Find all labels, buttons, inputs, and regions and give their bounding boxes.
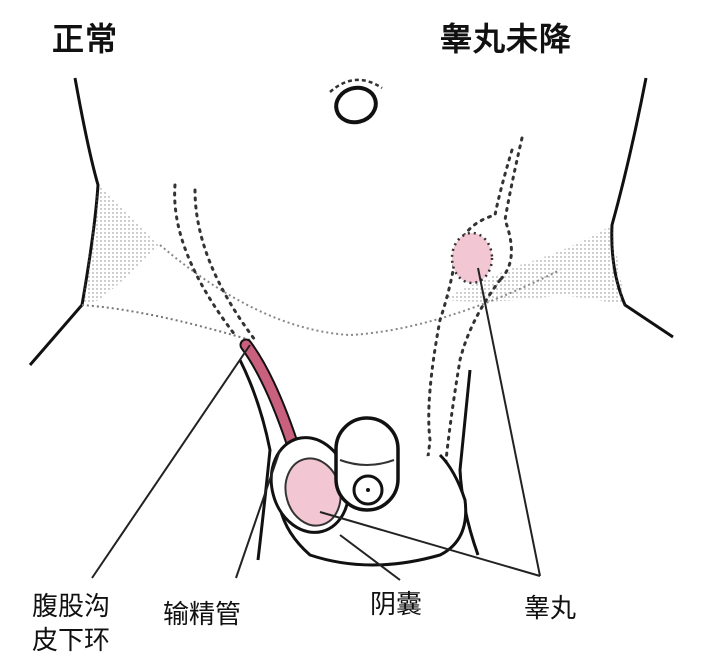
undescended-testis xyxy=(450,231,494,285)
right-body-contour xyxy=(440,77,674,339)
right-thigh-contour xyxy=(458,369,480,556)
leader-lines xyxy=(91,267,541,581)
label-scrotum: 阴囊 xyxy=(370,590,423,620)
right-inguinal-canal xyxy=(408,136,524,522)
left-thigh-contour xyxy=(238,359,272,561)
label-inguinal-ring-line1: 腹股沟 xyxy=(32,592,111,622)
label-inguinal-ring-line2: 皮下环 xyxy=(32,626,111,656)
title-undescended-testis: 睾丸未降 xyxy=(440,20,573,58)
label-inguinal-ring: 腹股沟 皮下环 xyxy=(32,590,110,658)
title-normal: 正常 xyxy=(52,20,119,58)
label-vas-deferens: 输精管 xyxy=(163,600,242,630)
penis xyxy=(334,416,400,512)
navel-icon xyxy=(329,78,383,125)
label-testis: 睾丸 xyxy=(524,594,577,624)
left-body-contour xyxy=(28,77,251,366)
left-inguinal-canal xyxy=(173,183,257,342)
